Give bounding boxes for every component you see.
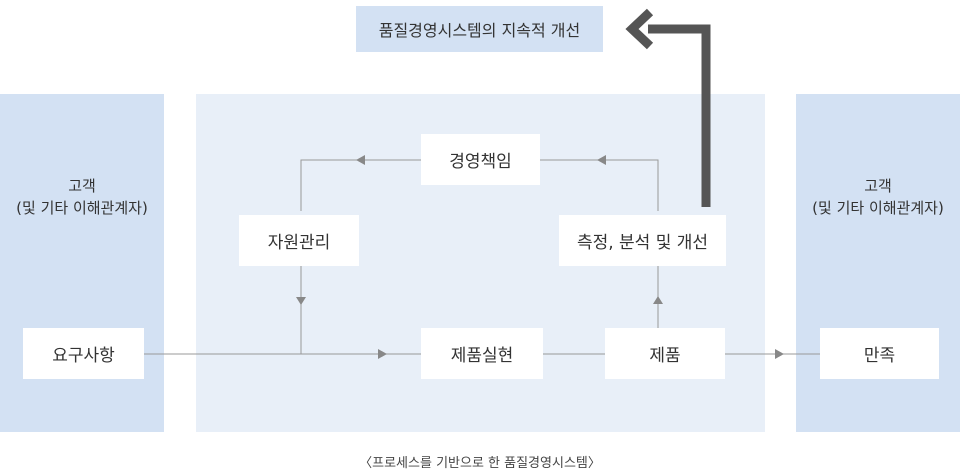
management-right-arrowhead: [597, 155, 606, 165]
right-customer-label: 고객 (및 기타 이해관계자): [796, 175, 960, 219]
resource-management-label: 자원관리: [267, 233, 331, 253]
figure-caption-text: 〈프로세스를 기반으로 한 품질경영시스템〉: [359, 456, 601, 471]
figure-caption: 〈프로세스를 기반으로 한 품질경영시스템〉: [0, 452, 960, 471]
requirements-label: 요구사항: [52, 346, 115, 366]
realization-arrowhead: [378, 349, 387, 359]
satisfaction-label: 만족: [863, 346, 896, 366]
continuous-improvement-banner: 품질경영시스템의 지속적 개선: [356, 6, 603, 52]
satisfaction-arrowhead: [775, 349, 784, 359]
measurement-analysis-improvement-box: 측정, 분석 및 개선: [559, 215, 726, 266]
improvement-arrow-head: [625, 8, 654, 50]
product-realization-label: 제품실현: [450, 346, 514, 366]
continuous-improvement-label: 품질경영시스템의 지속적 개선: [378, 21, 581, 40]
improvement-arrow-shaft: [648, 24, 711, 207]
satisfaction-box: 만족: [820, 328, 939, 379]
management-responsibility-box: 경영책임: [421, 134, 540, 185]
management-left-arrowhead: [356, 155, 365, 165]
measurement-arrowhead: [653, 296, 663, 304]
left-customer-title: 고객: [68, 177, 96, 195]
measurement-to-management-line: [540, 159, 659, 211]
right-customer-title: 고객: [864, 177, 892, 195]
measurement-analysis-improvement-label: 측정, 분석 및 개선: [576, 233, 709, 253]
requirements-box: 요구사항: [23, 328, 144, 379]
left-customer-subtitle: (및 기타 이해관계자): [16, 199, 148, 217]
product-realization-box: 제품실현: [421, 328, 543, 379]
management-responsibility-label: 경영책임: [449, 152, 512, 172]
resources-down-arrowhead: [296, 297, 306, 305]
left-customer-label: 고객 (및 기타 이해관계자): [0, 175, 164, 219]
product-box: 제품: [605, 328, 725, 379]
product-label: 제품: [649, 346, 681, 366]
resource-management-box: 자원관리: [239, 215, 359, 266]
right-customer-subtitle: (및 기타 이해관계자): [812, 199, 944, 217]
management-to-resources-line: [300, 159, 421, 211]
